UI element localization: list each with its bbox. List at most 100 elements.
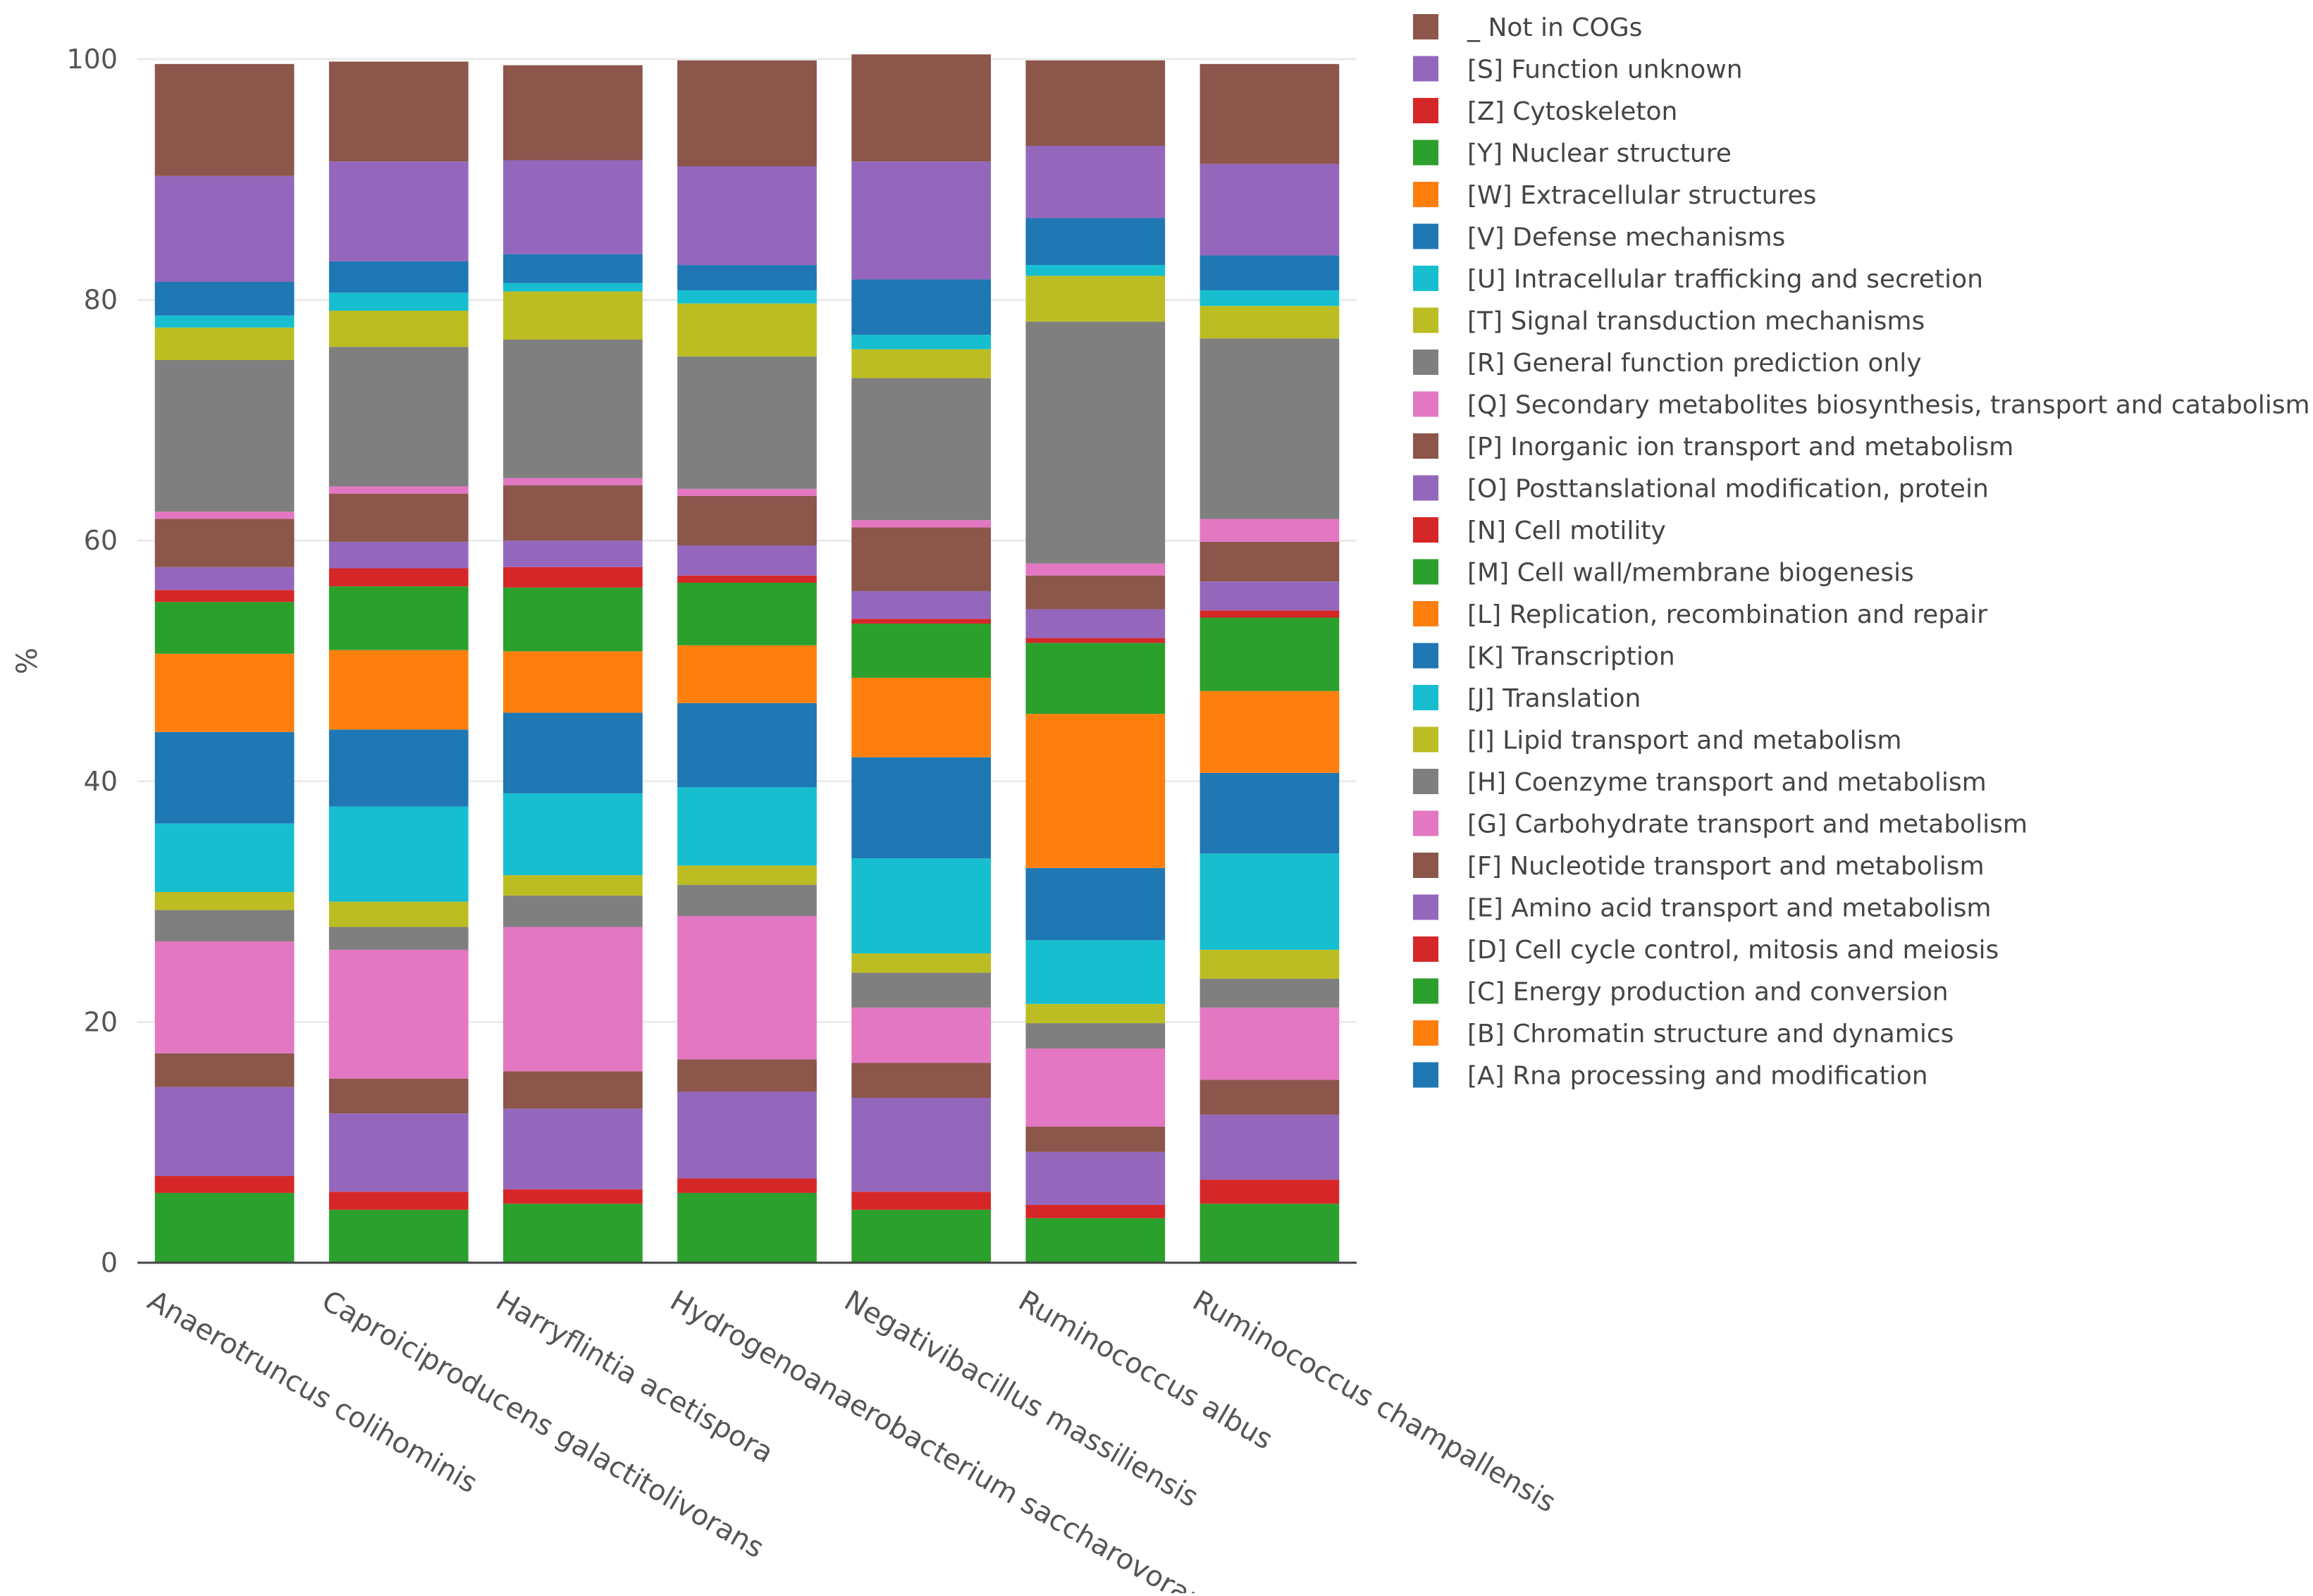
bar-segment-p-inorganic-ion-transport-and-metabolism xyxy=(851,527,991,591)
legend-item[interactable]: [J] Translation xyxy=(1413,684,1641,713)
legend-swatch xyxy=(1413,475,1438,501)
legend-item[interactable]: [W] Extracellular structures xyxy=(1413,181,1816,210)
legend-item[interactable]: [C] Energy production and conversion xyxy=(1413,978,1949,1007)
bar-segment-t-signal-transduction-mechanisms xyxy=(154,315,295,328)
legend-label: [E] Amino acid transport and metabolism xyxy=(1467,894,1991,923)
legend: _ Not in COGs [S] Function unknown [Z] Cyt… xyxy=(1413,13,2310,1091)
legend-item[interactable]: [Y] Nuclear structure xyxy=(1413,140,1732,168)
bars xyxy=(154,54,1340,1263)
bar-segment-i-lipid-transport-and-metabolism xyxy=(1025,1003,1166,1024)
bar-segment-n-cell-motility xyxy=(1025,638,1166,643)
legend-swatch xyxy=(1413,433,1438,459)
legend-item[interactable]: [U] Intracellular trafficking and secret… xyxy=(1413,265,1983,294)
bar-segment-l-replication-recombination-and-repair xyxy=(1025,714,1166,868)
bar-segment-c-energy-production-and-conversion xyxy=(851,1209,991,1263)
bar-segment-s-function-unknown xyxy=(677,303,817,357)
bar-segment-f-nucleotide-transport-and-metabolism xyxy=(1025,1126,1166,1152)
bar-segment-m-cell-wall-membrane-biogenesis xyxy=(503,587,643,652)
legend-item[interactable]: [B] Chromatin structure and dynamics xyxy=(1413,1020,1954,1048)
legend-item[interactable]: [D] Cell cycle control, mitosis and meio… xyxy=(1413,936,1999,965)
legend-label: [W] Extracellular structures xyxy=(1467,181,1816,210)
bar-segment-k-transcription xyxy=(851,757,991,859)
bar-segment-r-general-function-prediction-only xyxy=(328,347,469,487)
bar-segment-not-in-cogs xyxy=(677,60,817,167)
bar-segment-k-transcription xyxy=(328,729,469,807)
legend-swatch xyxy=(1413,685,1438,710)
bar-segment-t-signal-transduction-mechanisms xyxy=(1199,290,1340,307)
legend-item[interactable]: [F] Nucleotide transport and metabolism xyxy=(1413,852,1985,881)
bar-segment-h-coenzyme-transport-and-metabolism xyxy=(154,910,295,941)
legend-swatch xyxy=(1413,266,1438,291)
legend-item[interactable]: [O] Posttanslational modification, prote… xyxy=(1413,475,1989,504)
legend-swatch xyxy=(1413,56,1438,82)
legend-swatch xyxy=(1413,349,1438,375)
bar-segment-f-nucleotide-transport-and-metabolism xyxy=(677,1059,817,1092)
bar-segment-d-cell-cycle-control-mitosis-and-meiosis xyxy=(328,1192,469,1210)
y-tick-label: 100 xyxy=(66,44,118,75)
bar-segment-s-function-unknown xyxy=(154,327,295,360)
bar-segment-c-energy-production-and-conversion xyxy=(503,1204,643,1263)
bar-segment-d-cell-cycle-control-mitosis-and-meiosis xyxy=(851,1192,991,1210)
bar-segment-u-intracellular-trafficking-and-secretion xyxy=(1025,218,1166,266)
bar-segment-c-energy-production-and-conversion xyxy=(1025,1218,1166,1263)
legend-swatch xyxy=(1413,140,1438,166)
bar-segment-e-amino-acid-transport-and-metabolism xyxy=(154,1087,295,1177)
legend-swatch xyxy=(1413,559,1438,585)
legend-item[interactable]: [V] Defense mechanisms xyxy=(1413,223,1785,252)
legend-item[interactable]: [A] Rna processing and modification xyxy=(1413,1062,1928,1091)
legend-item[interactable]: [K] Transcription xyxy=(1413,643,1675,672)
legend-item[interactable]: [R] General function prediction only xyxy=(1413,349,1922,378)
legend-label: [N] Cell motility xyxy=(1467,516,1666,545)
legend-label: [R] General function prediction only xyxy=(1467,349,1922,378)
bar-segment-u-intracellular-trafficking-and-secretion xyxy=(1199,255,1340,290)
legend-item[interactable]: [Z] Cytoskeleton xyxy=(1413,97,1677,126)
legend-label: _ Not in COGs xyxy=(1467,13,1642,42)
legend-label: [O] Posttanslational modification, prote… xyxy=(1467,475,1989,504)
bar-segment-g-carbohydrate-transport-and-metabolism xyxy=(1025,1048,1166,1127)
bar-segment-e-amino-acid-transport-and-metabolism xyxy=(851,1098,991,1192)
bar-segment-f-nucleotide-transport-and-metabolism xyxy=(1199,1080,1340,1115)
bar-segment-n-cell-motility xyxy=(677,575,817,583)
bar-segment-o-posttanslational-modification-protein xyxy=(677,545,817,576)
bar-segment-q-secondary-metabolites-biosynthesis-transport-and-catabolism xyxy=(503,478,643,485)
bar-segment-m-cell-wall-membrane-biogenesis xyxy=(1025,643,1166,715)
legend-item[interactable]: [L] Replication, recombination and repai… xyxy=(1413,600,1987,629)
legend-item[interactable]: [E] Amino acid transport and metabolism xyxy=(1413,894,1991,923)
legend-item[interactable]: _ Not in COGs xyxy=(1413,13,1642,42)
legend-item[interactable]: [T] Signal transduction mechanisms xyxy=(1413,307,1925,336)
legend-item[interactable]: [H] Coenzyme transport and metabolism xyxy=(1413,768,1987,797)
bar-segment-g-carbohydrate-transport-and-metabolism xyxy=(677,916,817,1060)
bar-segment-e-amino-acid-transport-and-metabolism xyxy=(1025,1151,1166,1206)
legend-swatch xyxy=(1413,182,1438,207)
bar-segment-l-replication-recombination-and-repair xyxy=(851,677,991,757)
bar-segment-t-signal-transduction-mechanisms xyxy=(328,292,469,311)
bar-segment-h-coenzyme-transport-and-metabolism xyxy=(1025,1023,1166,1048)
bar-segment-z-cytoskeleton xyxy=(328,161,469,261)
legend-item[interactable]: [I] Lipid transport and metabolism xyxy=(1413,726,1901,755)
bar-segment-q-secondary-metabolites-biosynthesis-transport-and-catabolism xyxy=(328,486,469,494)
bar-segment-m-cell-wall-membrane-biogenesis xyxy=(328,586,469,650)
bar-segment-s-function-unknown xyxy=(503,291,643,340)
bar-segment-d-cell-cycle-control-mitosis-and-meiosis xyxy=(503,1189,643,1204)
bar-segment-h-coenzyme-transport-and-metabolism xyxy=(328,927,469,950)
bar-segment-u-intracellular-trafficking-and-secretion xyxy=(677,265,817,290)
bar-segment-m-cell-wall-membrane-biogenesis xyxy=(851,624,991,678)
bar-segment-not-in-cogs xyxy=(503,65,643,161)
legend-item[interactable]: [P] Inorganic ion transport and metaboli… xyxy=(1413,433,2013,462)
legend-label: [A] Rna processing and modification xyxy=(1467,1062,1928,1091)
bar-segment-n-cell-motility xyxy=(154,590,295,602)
legend-item[interactable]: [M] Cell wall/membrane biogenesis xyxy=(1413,559,1914,588)
legend-item[interactable]: [G] Carbohydrate transport and metabolis… xyxy=(1413,810,2028,839)
legend-item[interactable]: [Q] Secondary metabolites biosynthesis, … xyxy=(1413,391,2310,420)
y-tick-label: 0 xyxy=(101,1247,118,1278)
legend-item[interactable]: [N] Cell motility xyxy=(1413,516,1666,545)
bar-segment-i-lipid-transport-and-metabolism xyxy=(677,865,817,885)
legend-label: [Q] Secondary metabolites biosynthesis, … xyxy=(1467,391,2310,420)
bar-segment-l-replication-recombination-and-repair xyxy=(1199,691,1340,773)
y-tick-label: 60 xyxy=(84,525,118,556)
bar-segment-g-carbohydrate-transport-and-metabolism xyxy=(154,941,295,1053)
bar-segment-r-general-function-prediction-only xyxy=(1199,338,1340,519)
legend-item[interactable]: [S] Function unknown xyxy=(1413,56,1743,85)
bar-segment-c-energy-production-and-conversion xyxy=(677,1192,817,1263)
